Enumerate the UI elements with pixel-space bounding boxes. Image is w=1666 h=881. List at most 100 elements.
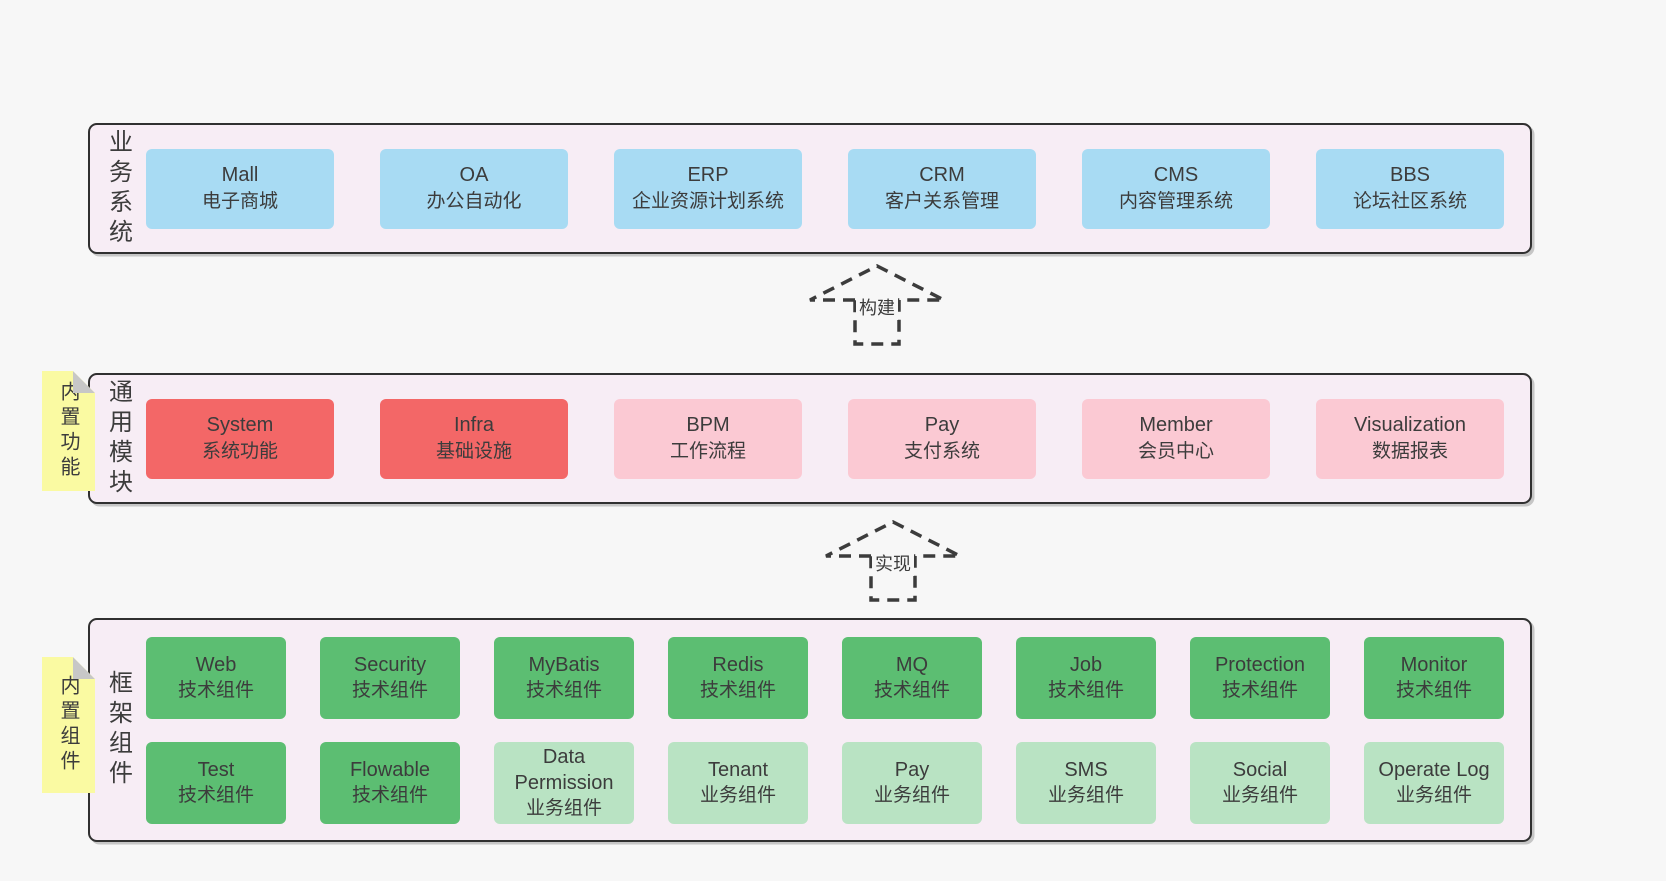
box-subtitle: 电子商城 [201, 191, 278, 213]
box-security: Security 技术组件 [320, 636, 460, 719]
box-system: System 系统功能 [146, 398, 334, 479]
box-subtitle: 技术组件 [525, 680, 602, 702]
box-subtitle: 业务组件 [699, 785, 776, 807]
box-title: Mall [221, 163, 259, 186]
band-label-business-systems: 业务系统 [90, 125, 146, 252]
implement-arrow-label: 实现 [872, 550, 914, 576]
framework-components-row-1: Web 技术组件 Security 技术组件 MyBatis 技术组件 Redis 技术… [146, 636, 1504, 719]
box-subtitle: 基础设施 [435, 441, 512, 463]
dashed-up-arrow-icon [825, 520, 961, 602]
box-subtitle: 业务组件 [525, 798, 602, 820]
box-infra: Infra 基础设施 [380, 398, 568, 479]
box-title: Visualization [1354, 413, 1466, 436]
box-subtitle: 客户关系管理 [884, 191, 999, 213]
box-title: CMS [1153, 163, 1199, 186]
box-crm: CRM 客户关系管理 [848, 148, 1036, 229]
box-test: Test 技术组件 [146, 741, 286, 824]
box-subtitle: 内容管理系统 [1118, 191, 1233, 213]
box-title: OA [459, 163, 489, 186]
box-subtitle: 技术组件 [873, 680, 950, 702]
box-tenant: Tenant 业务组件 [668, 741, 808, 824]
box-title: Infra [453, 413, 495, 436]
band-label-text: 业务系统 [104, 128, 132, 249]
framework-components-row-2: Test 技术组件 Flowable 技术组件 Data Permission 业务组… [146, 741, 1504, 824]
box-title: Pay [894, 758, 930, 781]
box-title: MQ [895, 653, 929, 676]
box-title: Flowable [349, 758, 431, 781]
box-monitor: Monitor 技术组件 [1364, 636, 1504, 719]
sticky-note-text: 内置组件 [57, 675, 79, 775]
dashed-up-arrow-icon [809, 264, 945, 346]
box-subtitle: 技术组件 [699, 680, 776, 702]
band-label-common-modules: 通用模块 [90, 375, 146, 502]
box-title: MyBatis [528, 653, 600, 676]
band-label-framework-components: 框架组件 [90, 620, 146, 840]
box-erp: ERP 企业资源计划系统 [614, 148, 802, 229]
sticky-note-built-in-components: 内置组件 [42, 657, 95, 793]
box-subtitle: 业务组件 [1221, 785, 1298, 807]
box-bbs: BBS 论坛社区系统 [1316, 148, 1504, 229]
box-title: BBS [1389, 163, 1431, 186]
box-title: Pay [924, 413, 960, 436]
box-web: Web 技术组件 [146, 636, 286, 719]
box-flowable: Flowable 技术组件 [320, 741, 460, 824]
box-title: Tenant [707, 758, 769, 781]
box-mq: MQ 技术组件 [842, 636, 982, 719]
box-title: Data Permission [514, 745, 614, 794]
box-job: Job 技术组件 [1016, 636, 1156, 719]
box-title: Monitor [1400, 653, 1468, 676]
box-mybatis: MyBatis 技术组件 [494, 636, 634, 719]
box-cms: CMS 内容管理系统 [1082, 148, 1270, 229]
band-label-text: 框架组件 [104, 670, 132, 790]
box-data-permission: Data Permission 业务组件 [494, 741, 634, 824]
box-operate-log: Operate Log 业务组件 [1364, 741, 1504, 824]
box-subtitle: 业务组件 [1395, 785, 1472, 807]
sticky-note-text: 内置功能 [57, 381, 79, 481]
box-subtitle: 技术组件 [351, 785, 428, 807]
box-title: System [206, 413, 274, 436]
box-social: Social 业务组件 [1190, 741, 1330, 824]
box-protection: Protection 技术组件 [1190, 636, 1330, 719]
box-title: SMS [1064, 758, 1108, 781]
box-subtitle: 系统功能 [201, 441, 278, 463]
box-title: Operate Log [1378, 758, 1490, 781]
box-subtitle: 技术组件 [177, 680, 254, 702]
box-subtitle: 工作流程 [669, 441, 746, 463]
box-title: Security [353, 653, 427, 676]
implement-arrow: 实现 [822, 517, 964, 604]
box-subtitle: 技术组件 [177, 785, 254, 807]
box-title: Test [197, 758, 235, 781]
box-subtitle: 技术组件 [1221, 680, 1298, 702]
box-subtitle: 技术组件 [1047, 680, 1124, 702]
box-subtitle: 会员中心 [1137, 441, 1214, 463]
box-title: Redis [712, 653, 764, 676]
box-title: Social [1232, 758, 1288, 781]
box-title: Protection [1214, 653, 1306, 676]
box-pay-module: Pay 支付系统 [848, 398, 1036, 479]
box-title: Web [195, 653, 237, 676]
build-arrow-label: 构建 [856, 294, 898, 320]
sticky-note-built-in-features: 内置功能 [42, 371, 95, 491]
box-sms: SMS 业务组件 [1016, 741, 1156, 824]
box-title: ERP [687, 163, 729, 186]
box-title: Job [1069, 653, 1103, 676]
box-subtitle: 企业资源计划系统 [631, 191, 784, 213]
box-title: CRM [919, 163, 965, 186]
band-label-text: 通用模块 [104, 378, 132, 499]
box-subtitle: 技术组件 [351, 680, 428, 702]
box-subtitle: 业务组件 [1047, 785, 1124, 807]
box-subtitle: 支付系统 [903, 441, 980, 463]
box-mall: Mall 电子商城 [146, 148, 334, 229]
box-subtitle: 论坛社区系统 [1352, 191, 1467, 213]
build-arrow: 构建 [806, 261, 948, 348]
box-subtitle: 技术组件 [1395, 680, 1472, 702]
